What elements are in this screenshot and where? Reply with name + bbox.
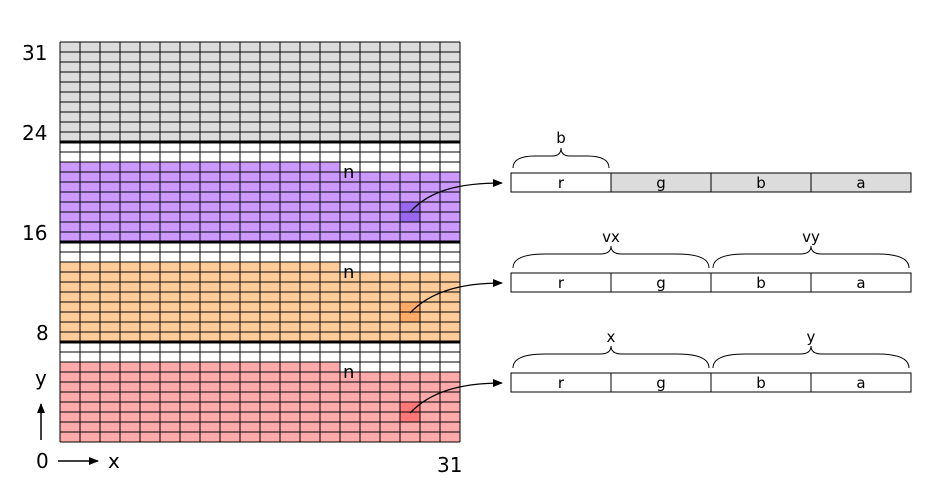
y-label-8: 8 — [36, 321, 49, 345]
marker-n-red: n — [343, 362, 354, 383]
channel-label-b: b — [756, 274, 766, 292]
channel-cell-a — [810, 372, 912, 393]
x-label-31: 31 — [437, 453, 462, 477]
channel-label-r: r — [558, 274, 565, 292]
arrow-orange-to-row2 — [409, 279, 503, 314]
brace-label-vx: vx — [602, 228, 620, 246]
channel-cell-a — [810, 272, 912, 293]
brace-b — [512, 147, 610, 169]
channel-label-g: g — [656, 174, 666, 192]
marker-n-purple: n — [343, 162, 354, 183]
channel-label-r: r — [558, 374, 565, 392]
channel-label-g: g — [656, 274, 666, 292]
x-origin-label: 0 — [36, 449, 49, 473]
brace-x — [512, 345, 710, 369]
channel-label-r: r — [558, 174, 565, 192]
channel-label-a: a — [856, 274, 865, 292]
channel-label-a: a — [856, 174, 865, 192]
brace-label-b: b — [556, 129, 566, 147]
channel-label-b: b — [756, 174, 766, 192]
x-axis-label: x — [108, 449, 120, 473]
brace-y — [712, 345, 910, 369]
channel-row-3: r g b a x y — [510, 328, 912, 393]
y-label-16: 16 — [22, 221, 47, 245]
marker-n-orange: n — [343, 262, 354, 283]
channel-label-a: a — [856, 374, 865, 392]
brace-label-vy: vy — [802, 228, 820, 246]
channel-label-g: g — [656, 374, 666, 392]
brace-vy — [712, 245, 910, 269]
channel-cell-a — [810, 172, 912, 193]
brace-vx — [512, 245, 710, 269]
arrow-red-to-row3 — [409, 379, 503, 414]
channel-label-b: b — [756, 374, 766, 392]
y-label-31: 31 — [22, 41, 47, 65]
brace-label-y: y — [807, 328, 816, 346]
arrow-purple-to-row1 — [409, 179, 503, 213]
channel-row-1: r g b a b — [510, 129, 912, 193]
brace-label-x: x — [607, 328, 616, 346]
channel-row-2: r g b a vx vy — [510, 228, 912, 293]
y-label-24: 24 — [22, 121, 47, 145]
y-axis-label: y — [35, 366, 47, 390]
